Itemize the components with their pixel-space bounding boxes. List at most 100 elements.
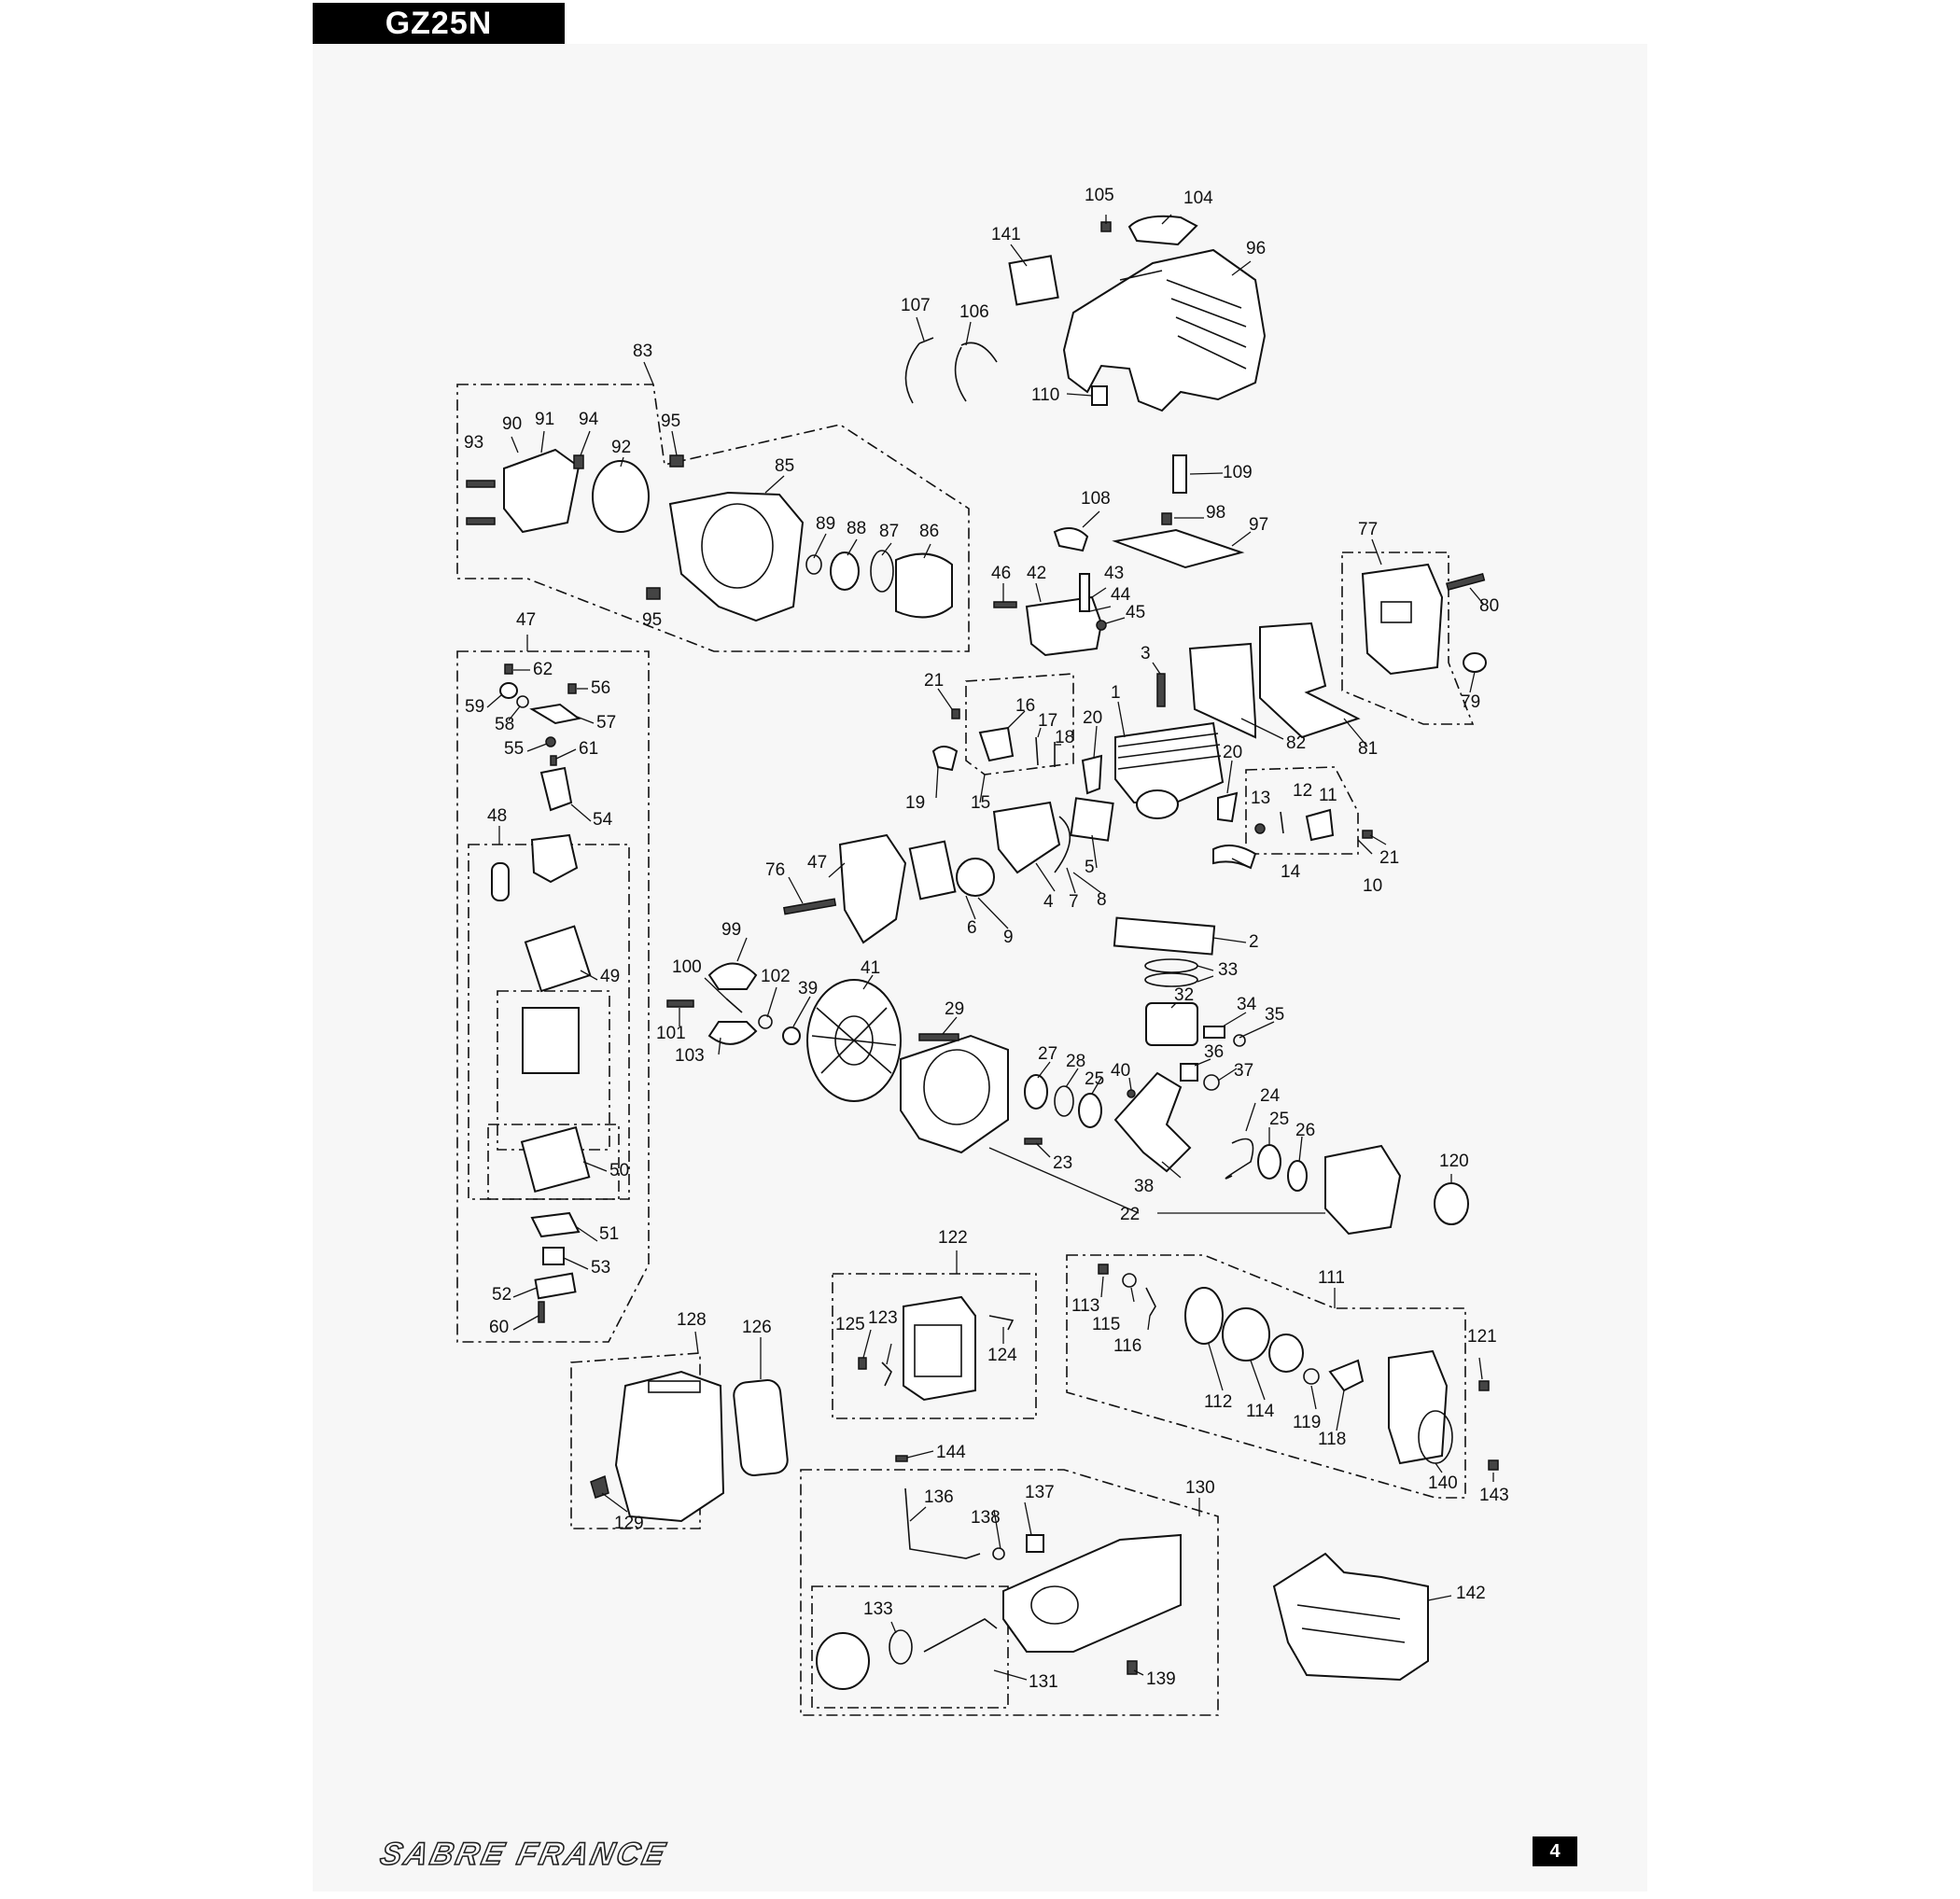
callout-2: 2 (1249, 932, 1259, 952)
callout-38: 38 (1134, 1177, 1154, 1196)
seal-120 (1434, 1182, 1469, 1225)
screw-113 (1098, 1264, 1109, 1275)
spark-plug-109 (1172, 454, 1187, 494)
circlip-28 (1054, 1085, 1074, 1117)
cover-button-104 (1127, 215, 1198, 246)
bearing-27 (1024, 1074, 1048, 1110)
callout-103: 103 (675, 1046, 705, 1066)
muffler-77 (1361, 563, 1444, 676)
clutch-housing-85 (668, 491, 805, 622)
gasket-48 (491, 862, 510, 901)
callout-21b: 21 (1379, 848, 1399, 868)
bolt-29 (918, 1033, 959, 1041)
callout-120: 120 (1439, 1152, 1469, 1171)
screw-56 (567, 683, 577, 694)
bolt-93a (466, 480, 496, 488)
bearing-36 (1180, 1063, 1198, 1082)
callout-124: 124 (987, 1346, 1017, 1365)
bearing-88 (830, 552, 860, 591)
pulley-9 (956, 858, 995, 897)
callout-130: 130 (1185, 1478, 1215, 1498)
filter-126 (733, 1379, 789, 1476)
callout-5: 5 (1085, 858, 1095, 877)
fuel-line-136 (904, 1487, 981, 1559)
clip-12 (1280, 811, 1284, 834)
carb-body-48 (530, 833, 579, 884)
callout-138: 138 (971, 1508, 1001, 1528)
cap-79 (1463, 652, 1487, 673)
group-outline-130 (800, 1469, 1219, 1716)
gasket-5 (1070, 797, 1114, 842)
callout-1: 1 (1111, 683, 1121, 703)
callout-139: 139 (1146, 1669, 1176, 1689)
callout-137: 137 (1025, 1483, 1055, 1502)
callout-109: 109 (1223, 463, 1253, 482)
ring-58 (516, 695, 529, 708)
callout-101: 101 (656, 1024, 686, 1043)
callout-10: 10 (1363, 876, 1382, 896)
group-outline-77 (1341, 552, 1475, 725)
callout-3: 3 (1141, 644, 1151, 663)
nut-13 (1254, 823, 1266, 834)
callout-106: 106 (959, 302, 989, 322)
callout-60: 60 (489, 1318, 509, 1337)
callout-46: 46 (991, 564, 1011, 583)
bracket-20a (1081, 754, 1103, 795)
callout-93: 93 (464, 433, 483, 453)
callout-58: 58 (495, 715, 514, 734)
bearing-25a (1078, 1093, 1102, 1128)
callout-141: 141 (991, 225, 1021, 244)
callout-123: 123 (868, 1308, 898, 1328)
clip-144 (895, 1455, 908, 1462)
lever-57 (529, 703, 581, 725)
fitting-59 (499, 682, 518, 699)
callout-125: 125 (835, 1315, 865, 1334)
callout-35: 35 (1265, 1005, 1284, 1025)
callout-57: 57 (596, 713, 616, 733)
screw-139 (1127, 1660, 1138, 1675)
callout-108: 108 (1081, 489, 1111, 509)
ring-138 (992, 1547, 1005, 1560)
callout-99: 99 (721, 920, 741, 940)
cover-51 (530, 1211, 581, 1238)
bolt-101 (666, 999, 694, 1008)
callout-49: 49 (600, 967, 620, 986)
carburettor-47 (838, 833, 907, 944)
callout-94: 94 (579, 410, 599, 429)
callout-42: 42 (1027, 564, 1046, 583)
callout-51: 51 (599, 1224, 619, 1244)
callout-118: 118 (1318, 1430, 1346, 1449)
callout-133: 133 (863, 1599, 893, 1619)
callout-144: 144 (936, 1443, 966, 1462)
cover-52 (534, 1272, 577, 1300)
screw-46 (993, 601, 1017, 608)
washer-39 (782, 1026, 801, 1045)
bolt-76 (783, 898, 837, 915)
callout-88: 88 (847, 519, 866, 538)
callout-53: 53 (591, 1258, 610, 1278)
callout-85: 85 (775, 456, 794, 476)
callout-122: 122 (938, 1228, 968, 1248)
hose-14 (1212, 845, 1257, 870)
callout-86: 86 (919, 522, 939, 541)
carb-top-54 (539, 766, 573, 812)
callout-116: 116 (1113, 1336, 1141, 1356)
seal-25b (1257, 1144, 1281, 1180)
callout-4: 4 (1043, 892, 1054, 912)
callout-27: 27 (1038, 1044, 1057, 1064)
holder-11 (1305, 808, 1335, 842)
callout-15: 15 (971, 793, 990, 813)
knob-129 (590, 1474, 609, 1499)
bracket-20b (1217, 791, 1239, 823)
spring-112 (1184, 1287, 1224, 1345)
callout-52: 52 (492, 1285, 511, 1305)
spring-17 (1035, 736, 1039, 766)
leader-lines (486, 214, 1494, 1681)
callout-9: 9 (1003, 928, 1014, 947)
nut-45 (1096, 620, 1107, 631)
key-40 (1127, 1089, 1136, 1098)
callout-128: 128 (677, 1310, 707, 1330)
callout-28: 28 (1066, 1052, 1085, 1071)
callout-100: 100 (672, 957, 702, 977)
callout-36: 36 (1204, 1042, 1224, 1062)
